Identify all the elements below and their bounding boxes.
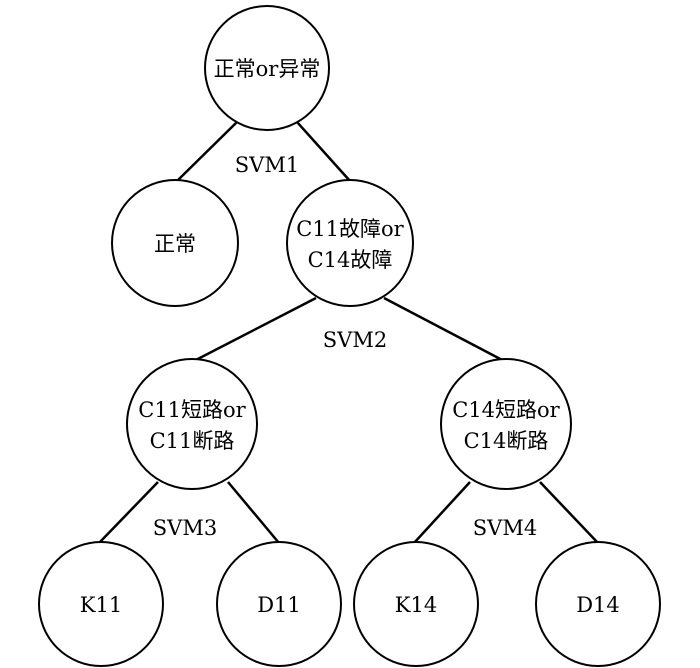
edge-root-fault (296, 121, 351, 182)
node-root-label: 正常or异常 (214, 57, 321, 81)
node-k11-label: K11 (80, 593, 122, 617)
node-c14-short-open: C14短路or C14断路 (440, 358, 572, 490)
edge-fault-c11 (191, 296, 317, 364)
svm1-label: SVM1 (235, 153, 299, 177)
node-normal-label: 正常 (154, 232, 196, 256)
edge-c14-d14 (539, 481, 599, 544)
svm3-label: SVM3 (153, 516, 217, 540)
node-c11-c14-fault-line2: C14故障 (308, 248, 393, 272)
edge-fault-c14 (383, 296, 507, 364)
node-c11-short-open-line2: C11断路 (150, 429, 235, 453)
svm2-label: SVM2 (323, 328, 387, 352)
node-d11-label: D11 (257, 593, 301, 617)
node-c14-short-open-line1: C14短路or (452, 398, 560, 422)
node-d11: D11 (216, 541, 342, 667)
node-root: 正常or异常 (204, 5, 330, 131)
node-c11-c14-fault: C11故障or C14故障 (286, 179, 414, 307)
node-normal: 正常 (111, 179, 239, 307)
edge-c14-k14 (413, 481, 471, 544)
node-c11-short-open-line1: C11短路or (138, 398, 246, 422)
node-k14: K14 (353, 541, 479, 667)
edge-c11-d11 (227, 481, 280, 544)
node-c11-short-open: C11短路or C11断路 (126, 358, 258, 490)
node-k14-label: K14 (395, 593, 437, 617)
edge-c11-k11 (98, 481, 159, 544)
edge-root-normal (176, 121, 238, 182)
node-c11-c14-fault-line1: C11故障or (296, 217, 404, 241)
node-d14-label: D14 (576, 593, 620, 617)
node-c14-short-open-line2: C14断路 (464, 429, 549, 453)
node-k11: K11 (38, 541, 164, 667)
svm4-label: SVM4 (473, 516, 537, 540)
node-d14: D14 (535, 541, 661, 667)
